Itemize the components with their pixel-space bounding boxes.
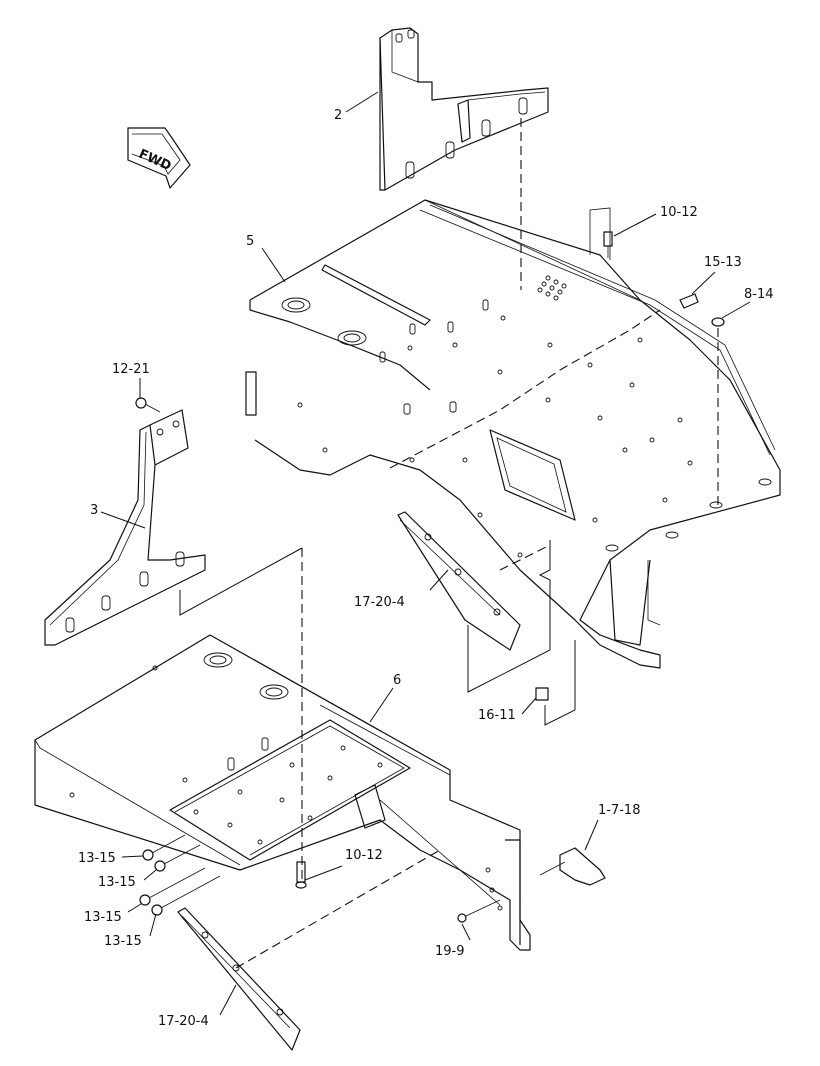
callout-16-11: 16-11 bbox=[478, 708, 516, 723]
callout-8-14: 8-14 bbox=[744, 287, 774, 302]
callout-6: 6 bbox=[393, 673, 401, 688]
callout-17-20-4-middle: 17-20-4 bbox=[354, 595, 405, 610]
callout-5: 5 bbox=[246, 234, 254, 249]
callout-12-21: 12-21 bbox=[112, 362, 150, 377]
callout-15-13: 15-13 bbox=[704, 255, 742, 270]
callout-10-12-bottom: 10-12 bbox=[345, 848, 383, 863]
bolt-19-9 bbox=[457, 899, 501, 923]
callout-2: 2 bbox=[334, 108, 342, 123]
bolt-13-15-c bbox=[139, 867, 206, 906]
fwd-label: FWD bbox=[136, 147, 173, 175]
bolt-13-15-a bbox=[142, 834, 186, 861]
part-17-20-4-plate-middle bbox=[397, 511, 521, 651]
callout-17-20-4-bottom: 17-20-4 bbox=[158, 1014, 209, 1029]
part-1-7-18-bracket bbox=[539, 847, 606, 886]
part-6-floor-plate bbox=[34, 634, 531, 951]
bolt-15-13 bbox=[679, 293, 699, 309]
part-17-20-4-plate-bottom bbox=[177, 907, 301, 1051]
washer-8-14 bbox=[711, 317, 725, 327]
callout-3: 3 bbox=[90, 503, 98, 518]
part-3-bracket bbox=[44, 409, 206, 646]
callout-19-9: 19-9 bbox=[435, 944, 465, 959]
part-2-bracket bbox=[379, 27, 549, 191]
callout-1-7-18: 1-7-18 bbox=[598, 803, 640, 818]
callout-13-15-a: 13-15 bbox=[78, 851, 116, 866]
nut-16-11 bbox=[535, 640, 576, 726]
bolt-10-12-top bbox=[603, 231, 613, 258]
forward-direction-arrow: FWD bbox=[127, 127, 191, 189]
callout-13-15-c: 13-15 bbox=[84, 910, 122, 925]
part-5-floor-assembly bbox=[245, 199, 781, 669]
bolt-10-12-bottom bbox=[295, 861, 307, 889]
callout-13-15-d: 13-15 bbox=[104, 934, 142, 949]
bolt-13-15-b bbox=[154, 844, 201, 872]
callout-13-15-b: 13-15 bbox=[98, 875, 136, 890]
leader-lines bbox=[100, 91, 751, 1016]
bolt-13-15-d bbox=[151, 875, 221, 916]
callout-10-12-top: 10-12 bbox=[660, 205, 698, 220]
bolt-12-21 bbox=[135, 397, 161, 413]
